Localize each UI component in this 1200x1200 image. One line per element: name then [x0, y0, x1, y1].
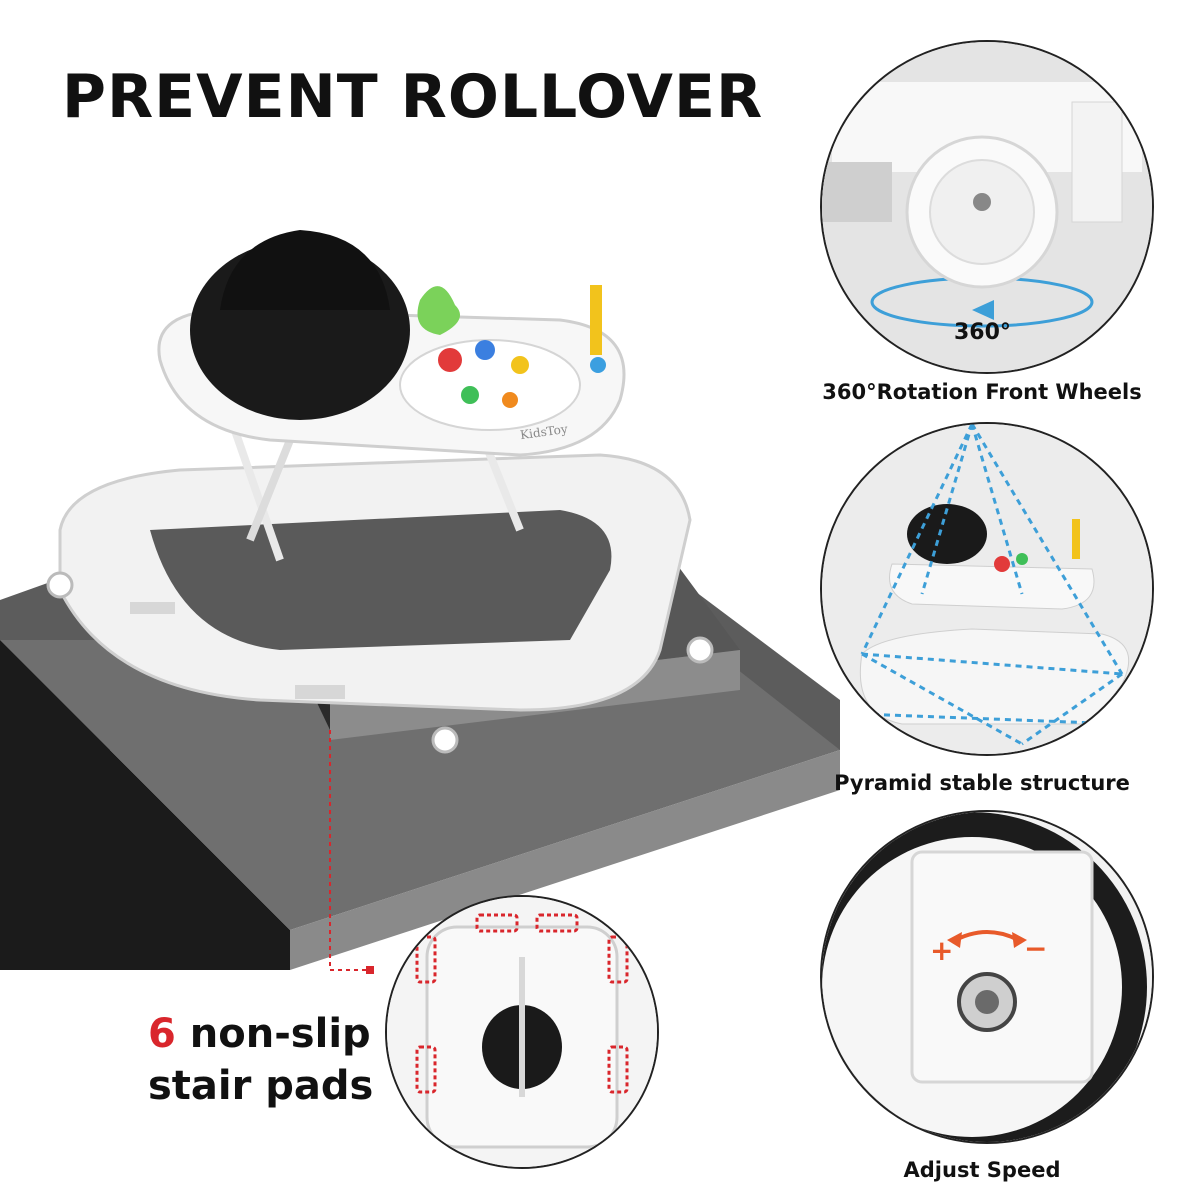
callout-connector — [330, 966, 374, 974]
stair-pads-count: 6 — [148, 1011, 176, 1057]
stair-pads-line2: stair pads — [148, 1063, 374, 1109]
caption-pyramid: Pyramid stable structure — [834, 771, 1130, 795]
stair-pads-line1: non-slip — [175, 1011, 371, 1057]
pyramid-structure-detail — [820, 422, 1154, 756]
walker-on-stairs-illustration — [0, 230, 840, 970]
speed-plus-sign: + — [930, 934, 954, 967]
underside-pads-image — [387, 897, 657, 1167]
speed-adjust-detail: + − — [820, 810, 1154, 1144]
speed-minus-sign: − — [1024, 932, 1048, 965]
pyramid-structure-image — [822, 424, 1152, 754]
speed-adjust-image — [822, 812, 1152, 1142]
caption-front-wheels: 360°Rotation Front Wheels — [822, 380, 1142, 404]
rotation-badge: 360° — [954, 320, 1011, 345]
caption-adjust-speed: Adjust Speed — [903, 1158, 1061, 1182]
front-wheel-image — [822, 42, 1152, 372]
stair-pads-label: 6 non-slip stair pads — [148, 1008, 373, 1112]
underside-pads-detail — [385, 895, 659, 1169]
headline: PREVENT ROLLOVER — [62, 62, 764, 132]
front-wheel-detail: 360° — [820, 40, 1154, 374]
